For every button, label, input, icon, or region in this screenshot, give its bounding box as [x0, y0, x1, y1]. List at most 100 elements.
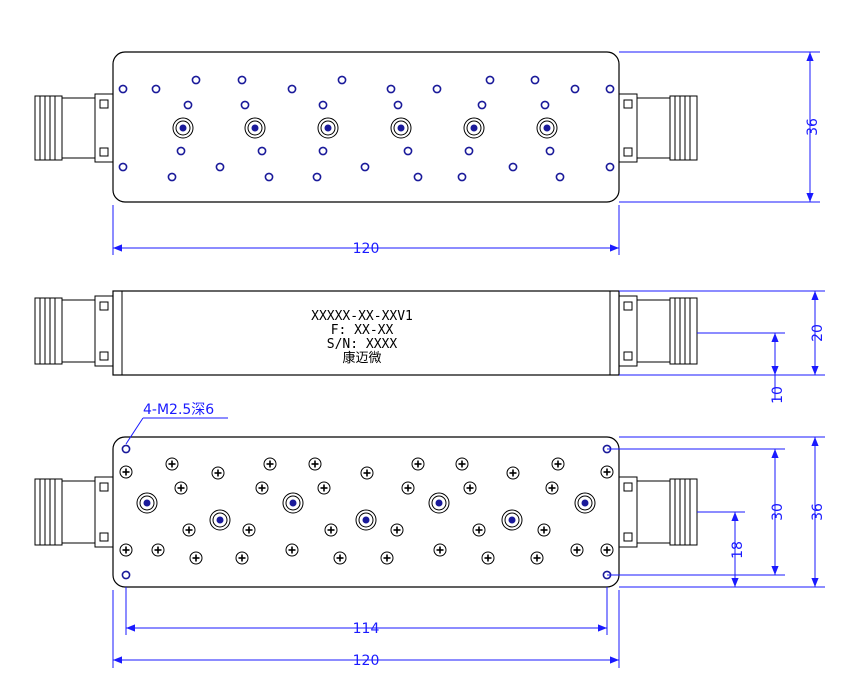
screw: [255, 481, 269, 495]
screw: [600, 465, 614, 479]
screw: [390, 523, 404, 537]
screw: [506, 466, 520, 480]
bottom-left-connector: [34, 476, 114, 548]
tuning-screw: [501, 509, 523, 531]
screw: [545, 481, 559, 495]
mounting-hole: [318, 100, 328, 110]
screw: [551, 457, 565, 471]
mounting-hole: [485, 75, 495, 85]
mounting-hole: [530, 75, 540, 85]
mounting-hole: [264, 172, 274, 182]
screw: [324, 523, 338, 537]
bottom-right-connector: [618, 476, 698, 548]
mounting-hole: [151, 84, 161, 94]
mounting-hole: [240, 100, 250, 110]
screw: [119, 465, 133, 479]
mounting-hole: [118, 84, 128, 94]
bottom-inner-width-label: 114: [353, 621, 380, 637]
screw: [317, 481, 331, 495]
screw: [235, 551, 249, 565]
mounting-hole: [477, 100, 487, 110]
tuning-screw: [136, 492, 158, 514]
bottom-view-screws: [119, 457, 614, 565]
threaded-hole: [121, 570, 131, 580]
screw: [189, 551, 203, 565]
screw: [182, 523, 196, 537]
side-height-label: 20: [810, 324, 826, 342]
screw: [570, 543, 584, 557]
tuning-screw: [574, 492, 596, 514]
mounting-hole: [257, 146, 267, 156]
threaded-hole: [121, 444, 131, 454]
screw: [481, 551, 495, 565]
top-view-holes: [118, 75, 615, 182]
mounting-hole: [570, 84, 580, 94]
mounting-hole: [605, 84, 615, 94]
tuning-screw: [428, 492, 450, 514]
screw: [165, 457, 179, 471]
screw: [308, 457, 322, 471]
tuning-screw: [463, 117, 485, 139]
mounting-hole: [237, 75, 247, 85]
screw: [263, 457, 277, 471]
top-height-label: 36: [805, 118, 821, 136]
mounting-hole: [360, 162, 370, 172]
product-model-text: XXXXX-XX-XXV1: [311, 309, 413, 324]
screw: [151, 543, 165, 557]
mounting-hole: [287, 84, 297, 94]
screw: [401, 481, 415, 495]
side-view: XXXXX-XX-XXV1 F: XX-XX S/N: XXXX 康迈微 20 …: [34, 290, 826, 404]
screw: [530, 551, 544, 565]
mounting-hole: [403, 146, 413, 156]
mounting-hole: [386, 84, 396, 94]
tuning-screw: [282, 492, 304, 514]
mounting-hole: [312, 172, 322, 182]
bottom-width-label: 120: [353, 653, 380, 669]
mounting-hole: [555, 172, 565, 182]
tuning-screw: [209, 509, 231, 531]
mounting-hole: [337, 75, 347, 85]
mounting-hole: [413, 172, 423, 182]
side-view-body: [112, 290, 620, 376]
top-left-connector: [34, 93, 114, 163]
bottom-height-label: 36: [810, 503, 826, 521]
mounting-hole: [191, 75, 201, 85]
screw: [174, 481, 188, 495]
mounting-hole: [605, 162, 615, 172]
screw: [242, 523, 256, 537]
mounting-hole: [508, 162, 518, 172]
tuning-screw: [390, 117, 412, 139]
tuning-screw: [536, 117, 558, 139]
side-left-connector: [34, 295, 114, 367]
top-right-connector: [618, 93, 698, 163]
mounting-hole: [545, 146, 555, 156]
screw: [211, 466, 225, 480]
thread-note: 4-M2.5深6: [143, 402, 214, 418]
mounting-hole: [318, 146, 328, 156]
screw: [380, 551, 394, 565]
screw: [285, 543, 299, 557]
bottom-view: 4-M2.5深6 114 120 36 30 18: [34, 402, 826, 669]
tuning-screw: [355, 509, 377, 531]
mounting-hole: [215, 162, 225, 172]
frequency-text: F: XX-XX: [331, 323, 394, 338]
tuning-screw: [244, 117, 266, 139]
screw: [333, 551, 347, 565]
mounting-hole: [183, 100, 193, 110]
mounting-hole: [118, 162, 128, 172]
mounting-hole: [540, 100, 550, 110]
screw: [455, 457, 469, 471]
bottom-view-tuning-screws: [136, 492, 596, 531]
screw: [433, 543, 447, 557]
mounting-hole: [393, 100, 403, 110]
screw: [463, 481, 477, 495]
mounting-hole: [432, 84, 442, 94]
mounting-hole: [457, 172, 467, 182]
bottom-connector-offset-label: 18: [730, 541, 746, 559]
side-right-connector: [618, 295, 698, 367]
serial-number-text: S/N: XXXX: [327, 337, 398, 352]
top-view: 120 36: [34, 51, 821, 257]
screw: [360, 466, 374, 480]
mounting-hole: [167, 172, 177, 182]
side-connector-offset-label: 10: [770, 386, 786, 404]
